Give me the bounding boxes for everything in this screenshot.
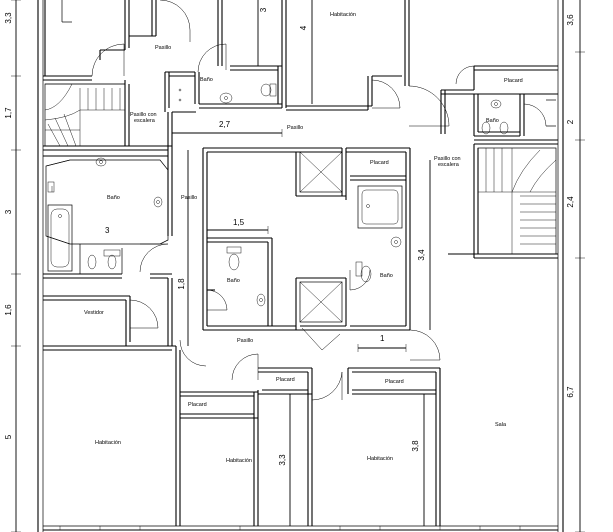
center-block	[202, 147, 411, 351]
left-dimension-column	[11, 0, 21, 532]
right-dimension-column	[575, 0, 585, 532]
left-dim-5: 5	[4, 434, 13, 439]
dim-3-top: 3	[259, 7, 268, 12]
left-dim-1-7: 1,7	[4, 107, 13, 119]
label-placard-center: Placard	[370, 160, 389, 166]
top-right-bath-fixtures	[481, 99, 509, 135]
top-walls	[43, 0, 558, 137]
dim-3-8: 3,8	[411, 440, 420, 452]
bottom-walls	[175, 339, 441, 526]
label-bano-top: Baño	[200, 77, 213, 83]
label-habitacion-bottom-left: Habitación	[95, 440, 121, 446]
label-bano-center: Baño	[227, 278, 240, 284]
left-dim-3: 3	[4, 209, 13, 214]
label-bano-center-right: Baño	[380, 273, 393, 279]
label-bano-top-right: Baño	[486, 118, 499, 124]
right-dim-6-7: 6,7	[566, 386, 575, 398]
label-placard-top-right: Placard	[504, 78, 523, 84]
label-vestidor: Vestidor	[84, 310, 104, 316]
label-pasillo-top: Pasillo	[155, 45, 171, 51]
left-bathroom	[43, 150, 173, 274]
label-placard-bottom-3: Placard	[188, 402, 207, 408]
dim-1: 1	[380, 334, 385, 343]
label-pasillo-bottom: Pasillo	[237, 338, 253, 344]
right-dim-3-6: 3,6	[566, 14, 575, 26]
label-pasillo-center: Pasillo	[287, 125, 303, 131]
left-bath-door	[139, 243, 169, 273]
label-pasillo-left-vertical: Pasillo	[181, 195, 197, 201]
label-habitacion-bottom-mid: Habitación	[226, 458, 252, 464]
label-placard-bottom-1: Placard	[276, 377, 295, 383]
dim-4-top: 4	[299, 25, 308, 30]
label-habitacion-bottom-right: Habitación	[367, 456, 393, 462]
outer-walls	[37, 0, 564, 532]
left-dim-3-3: 3,3	[4, 12, 13, 24]
dim-2-7: 2,7	[219, 120, 231, 129]
left-staircase	[44, 83, 126, 147]
top-corridor-door	[91, 43, 125, 77]
left-dim-1-6: 1,6	[4, 304, 13, 316]
label-habitacion-top: Habitación	[330, 12, 356, 18]
label-bano-left: Baño	[107, 195, 120, 201]
dim-1-8: 1,8	[177, 278, 186, 290]
dim-3-3: 3,3	[278, 454, 287, 466]
dim-1-5: 1,5	[233, 218, 245, 227]
right-staircase	[448, 139, 558, 259]
right-dim-2-4: 2,4	[566, 196, 575, 208]
label-placard-bottom-2: Placard	[385, 379, 404, 385]
top-bath-fixtures	[178, 83, 277, 104]
label-sala: Sala	[495, 422, 507, 428]
right-dim-2: 2	[566, 119, 575, 124]
dim-3-bath: 3	[105, 226, 110, 235]
dim-3-4: 3,4	[417, 249, 426, 261]
